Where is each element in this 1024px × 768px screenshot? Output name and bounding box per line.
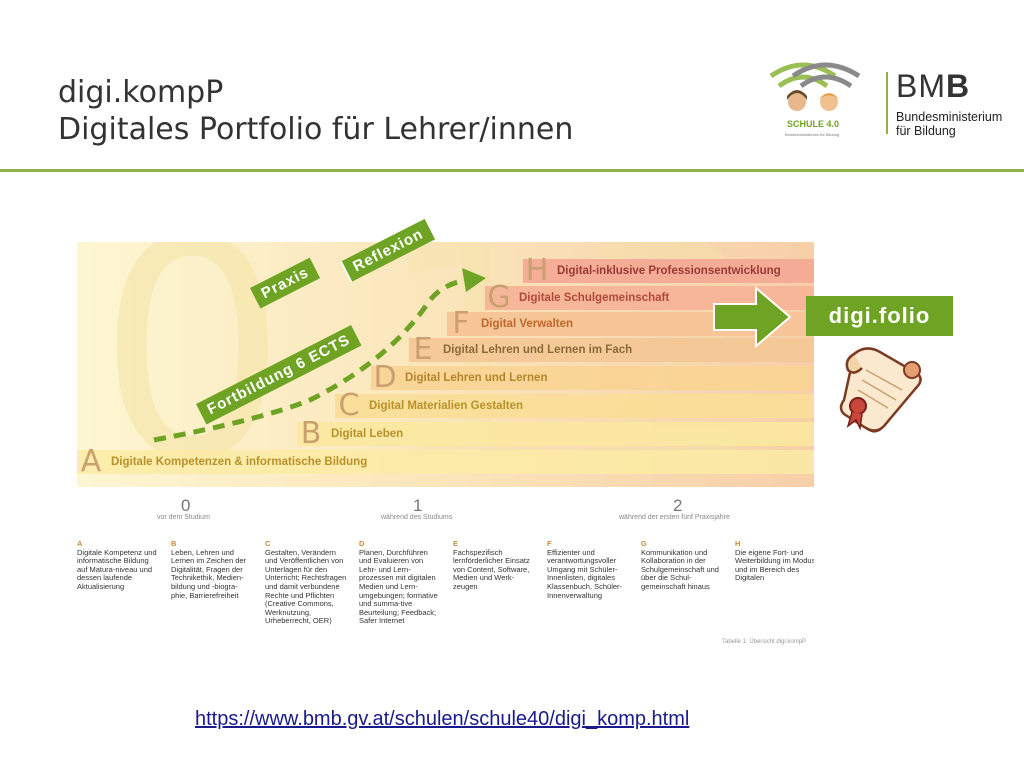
phase-number-2: 2 — [673, 496, 683, 515]
level-label: Digital Materialien Gestalten — [369, 400, 524, 412]
level-label: Digital Lehren und Lernen im Fach — [443, 344, 633, 356]
level-bar-e: E Digital Lehren und Lernen im Fach — [409, 332, 814, 367]
progression-arrow — [153, 268, 486, 443]
level-letter: B — [300, 416, 322, 451]
phase-caption-2: während der ersten fünf Praxisjahre — [619, 514, 730, 521]
level-label: Digital Lehren und Lernen — [405, 372, 548, 384]
level-label: Digital-inklusive Professionsentwicklung — [557, 265, 781, 277]
bmb-logo-text: Bundesministerium für Bildung — [896, 110, 1003, 138]
level-label: Digitale Kompetenzen & informatische Bil… — [111, 456, 368, 468]
phase-number-0: 0 — [181, 496, 191, 515]
right-arrow-icon — [713, 286, 792, 348]
level-letter: A — [80, 444, 102, 479]
digi-folio-label: digi.folio — [806, 296, 953, 336]
level-letter: H — [525, 253, 549, 288]
level-letter: C — [338, 388, 360, 423]
slide-title-line2: Digitales Portfolio für Lehrer/innen — [58, 112, 574, 147]
level-bar-a: A Digitale Kompetenzen & informatische B… — [77, 444, 814, 479]
level-letter: F — [452, 306, 470, 341]
level-letter: D — [373, 360, 397, 395]
phase-number-1: 1 — [413, 496, 423, 515]
level-bar-c: C Digital Materialien Gestalten — [335, 388, 814, 423]
figure-footnote: Tabelle 1: Übersicht digi.kompP — [722, 639, 807, 645]
digikomp-figure: 0 1 2 A Digitale Kompetenzen & informati… — [77, 242, 814, 645]
level-bar-h: H Digital-inklusive Professionsentwicklu… — [523, 253, 814, 288]
schule-40-logo: SCHULE 4.0 Bundesministerium für Bildung — [769, 62, 861, 137]
schule-40-logo-text: SCHULE 4.0 — [787, 119, 839, 129]
bmb-logo-divider — [886, 72, 888, 134]
source-link[interactable]: https://www.bmb.gv.at/schulen/schule40/d… — [195, 708, 690, 730]
title-rule — [0, 169, 1024, 172]
schule-40-logo-subtext: Bundesministerium für Bildung — [785, 132, 839, 137]
phase-caption-1: während des Studiums — [381, 514, 453, 521]
level-label: Digitale Schulgemeinschaft — [519, 292, 670, 304]
certificate-scroll-icon — [839, 347, 922, 433]
slide-title: digi.kompP Digitales Portfolio für Lehre… — [58, 74, 573, 148]
bmb-logo-wordmark: BMB — [896, 68, 971, 104]
level-letter: E — [413, 332, 433, 367]
level-label: Digital Leben — [331, 428, 404, 440]
phase-caption-0: vor dem Studium — [157, 514, 210, 521]
slide-title-line1: digi.kompP — [58, 75, 224, 110]
level-bar-b: B Digital Leben — [297, 416, 814, 451]
level-letter: G — [487, 280, 511, 315]
level-label: Digital Verwalten — [481, 318, 574, 330]
level-bar-d: D Digital Lehren und Lernen — [371, 360, 814, 395]
